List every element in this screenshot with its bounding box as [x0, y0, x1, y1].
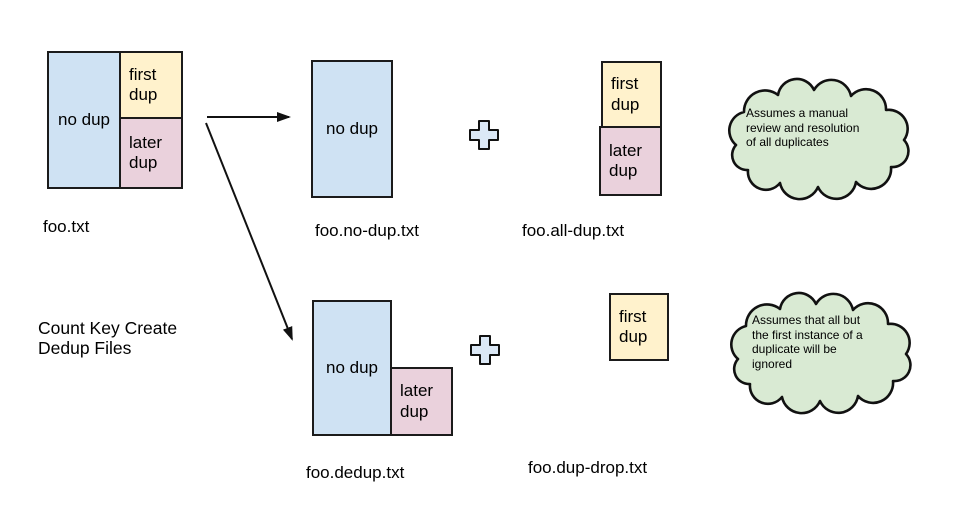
source-filename: foo.txt — [43, 217, 90, 236]
cloud-first-instance-text: Assumes that all but the first instance … — [752, 313, 863, 371]
cloud-manual-review-text: Assumes a manual review and resolution o… — [746, 106, 859, 150]
cloud-first-instance-line2: the first instance of a — [752, 327, 863, 342]
source-first-dup-box: first dup — [119, 51, 183, 119]
no-dup-file-box: no dup — [311, 60, 393, 198]
process-label: Count Key Create Dedup Files — [38, 318, 177, 358]
cloud-first-instance-line1: Assumes that all but — [752, 313, 861, 327]
dup-drop-first-box: first dup — [609, 293, 669, 361]
dedup-no-dup-label: no dup — [326, 357, 378, 377]
dedup-filename: foo.dedup.txt — [306, 463, 405, 482]
all-dup-first-label: first dup — [611, 74, 640, 114]
dedup-later-dup-box: later dup — [390, 367, 453, 436]
cloud-manual-review-line1: Assumes a manual — [746, 106, 849, 120]
dedup-later-dup-label: later dup — [400, 381, 434, 421]
plus-icon — [469, 120, 499, 150]
cloud-manual-review-line2: review and resolution — [746, 120, 860, 135]
arrow-to-dedup-icon — [205, 122, 293, 341]
all-dup-first-box: first dup — [601, 61, 662, 128]
source-later-dup-label: later dup — [129, 132, 163, 172]
source-no-dup-label: no dup — [58, 109, 110, 129]
dup-drop-first-label: first dup — [619, 306, 648, 346]
dup-drop-filename: foo.dup-drop.txt — [528, 458, 648, 477]
process-label-line1: Count Key Create — [38, 318, 178, 338]
cloud-first-instance-line4: ignored — [752, 356, 793, 371]
cloud-manual-review-line3: of all duplicates — [746, 135, 829, 149]
source-first-dup-label: first dup — [129, 64, 158, 104]
cloud-shape-manual-review-icon — [728, 77, 910, 201]
cloud-first-instance-line3: duplicate will be — [752, 342, 837, 356]
dedup-no-dup-box: no dup — [312, 300, 392, 436]
source-no-dup-box: no dup — [47, 51, 121, 189]
all-dup-filename: foo.all-dup.txt — [522, 221, 625, 240]
plus-icon — [470, 335, 500, 365]
cloud-shape-first-instance-icon — [730, 291, 912, 415]
all-dup-later-box: later dup — [599, 126, 662, 196]
source-later-dup-box: later dup — [119, 117, 183, 189]
no-dup-file-label: no dup — [326, 118, 378, 138]
process-label-line2: Dedup Files — [38, 338, 132, 358]
no-dup-filename: foo.no-dup.txt — [315, 221, 419, 240]
all-dup-later-label: later dup — [609, 140, 643, 180]
